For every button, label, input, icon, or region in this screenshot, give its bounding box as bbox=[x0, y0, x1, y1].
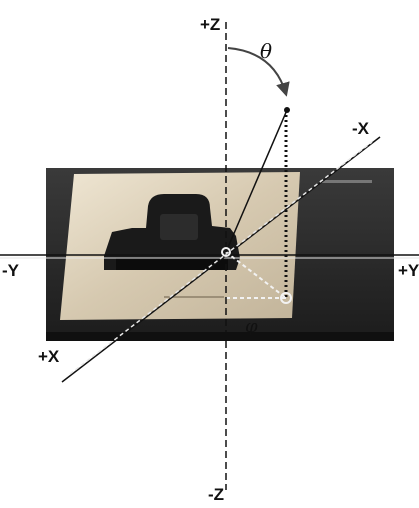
label-z-pos: +Z bbox=[200, 15, 220, 34]
label-theta: θ bbox=[260, 39, 272, 63]
theta-arc bbox=[228, 48, 286, 94]
position-point bbox=[284, 107, 290, 113]
label-x-neg: -X bbox=[352, 119, 370, 138]
label-phi: φ bbox=[245, 316, 258, 337]
label-y-neg: -Y bbox=[2, 261, 20, 280]
label-x-pos: +X bbox=[38, 347, 60, 366]
base-label bbox=[320, 180, 372, 183]
device-slot bbox=[116, 258, 228, 270]
label-z-neg: -Z bbox=[208, 485, 224, 504]
device-screen bbox=[160, 214, 198, 240]
base-edge bbox=[46, 332, 394, 341]
label-y-pos: +Y bbox=[398, 261, 419, 280]
